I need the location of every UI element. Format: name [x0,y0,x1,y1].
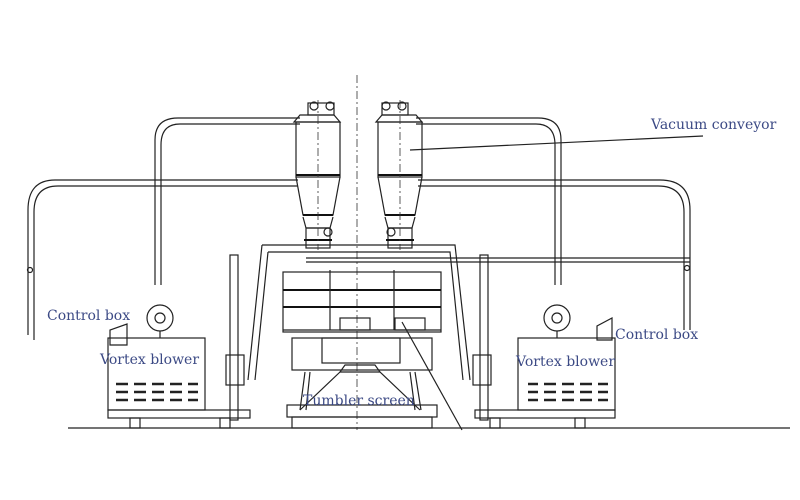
label-tumbler-screen: Tumbler screen [303,393,415,409]
tumbler-screen-leader [401,321,463,431]
label-vacuum-conveyor: Vacuum conveyor [651,117,777,133]
label-control-box-right: Control box [615,327,699,343]
vacuum-conveyor-leader [409,135,704,151]
lower-pipe-left [26,179,298,340]
upper-pipe-left [154,117,300,285]
vacuum-conveyor-right [374,100,424,250]
support-frame [247,244,690,381]
vortex-blower-right [474,304,616,429]
control-box-right-shape [596,317,613,341]
label-vortex-blower-left: Vortex blower [100,352,200,368]
control-box-left-shape [109,323,128,346]
tumbler-screen [282,270,442,429]
label-vortex-blower-right: Vortex blower [516,354,616,370]
upper-pipe-right [416,117,562,285]
post-left [225,254,245,421]
vacuum-conveyor-left [292,100,342,250]
vortex-blower-left [107,304,251,429]
lower-pipe-right [418,179,691,330]
label-control-box-left: Control box [47,308,131,324]
post-right [472,254,492,421]
